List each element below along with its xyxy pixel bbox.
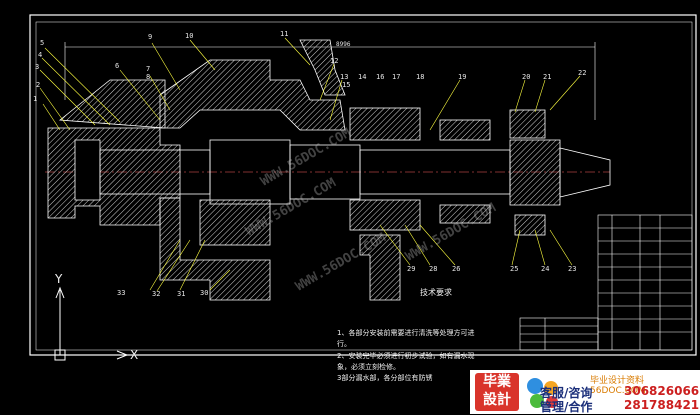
contact-phone-service: 306826066 [624,384,700,398]
tech-note-line3: 2、安装完毕必须进行初步试验，如有漏水现 [337,352,475,360]
site-logo: 毕業 設計 [475,373,519,411]
title-block [519,214,693,351]
part-label-17: 17 [392,73,401,81]
part-label-21: 21 [543,73,552,81]
part-label-18: 18 [416,73,425,81]
contact-phone-management: 281788421 [624,398,700,412]
part-label-31: 31 [177,290,186,298]
part-label-29: 29 [407,265,416,273]
drawing-frame [29,14,697,356]
part-label-2: 2 [36,81,41,89]
tech-requirements-title: 技术要求 [420,288,452,297]
part-label-11: 11 [280,30,289,38]
logo-line1: 毕業 [483,374,511,390]
leader-lines [39,37,581,292]
part-label-5: 5 [40,39,45,47]
part-label-10: 10 [185,32,194,40]
part-label-6: 6 [115,62,120,70]
tech-note-line5: 3部分漏水部，各分部位有防锈 [337,374,433,382]
part-label-23: 23 [568,265,577,273]
contact-role-management: 管理/合作 [540,400,593,414]
part-label-28: 28 [429,265,438,273]
shaft [99,139,611,206]
part-label-1: 1 [33,95,38,103]
part-label-4: 4 [38,51,43,59]
tech-note-line1: 1、各部分安装前需要进行清洗等处理方可进 [337,329,475,337]
chat-bubbles-icon [527,378,558,408]
inner-frame [35,21,693,351]
part-label-14: 14 [358,73,367,81]
tech-note-line4: 象，必须立刻检修。 [337,363,400,371]
part-label-3: 3 [35,63,40,71]
contact-role-service: 客服/咨询 [540,386,593,400]
part-label-15: 15 [342,81,351,89]
part-label-26: 26 [452,265,461,273]
part-label-24: 24 [541,265,550,273]
site-name: 毕业设计资料 56DOC.COM [590,376,646,396]
axis-x-label: X [130,348,139,362]
part-label-19: 19 [458,73,467,81]
part-label-25: 25 [510,265,519,273]
logo-line2: 設計 [483,392,511,408]
dimension-top: 8996 [336,41,351,48]
part-label-33: 33 [117,289,126,297]
part-label-7: 7 [146,65,151,73]
axis-y-label: Y [55,272,63,286]
part-label-30: 30 [200,289,209,297]
tech-note-line2: 行。 [337,340,351,348]
part-label-8: 8 [146,73,151,81]
part-label-20: 20 [522,73,531,81]
ucs-axes [54,286,129,361]
part-label-9: 9 [148,33,153,41]
part-label-13: 13 [340,73,349,81]
part-label-16: 16 [376,73,385,81]
gear-assembly [199,107,546,246]
part-label-22: 22 [578,69,587,77]
part-label-12: 12 [330,57,339,65]
upper-cover [159,39,346,131]
part-label-32: 32 [152,290,161,298]
